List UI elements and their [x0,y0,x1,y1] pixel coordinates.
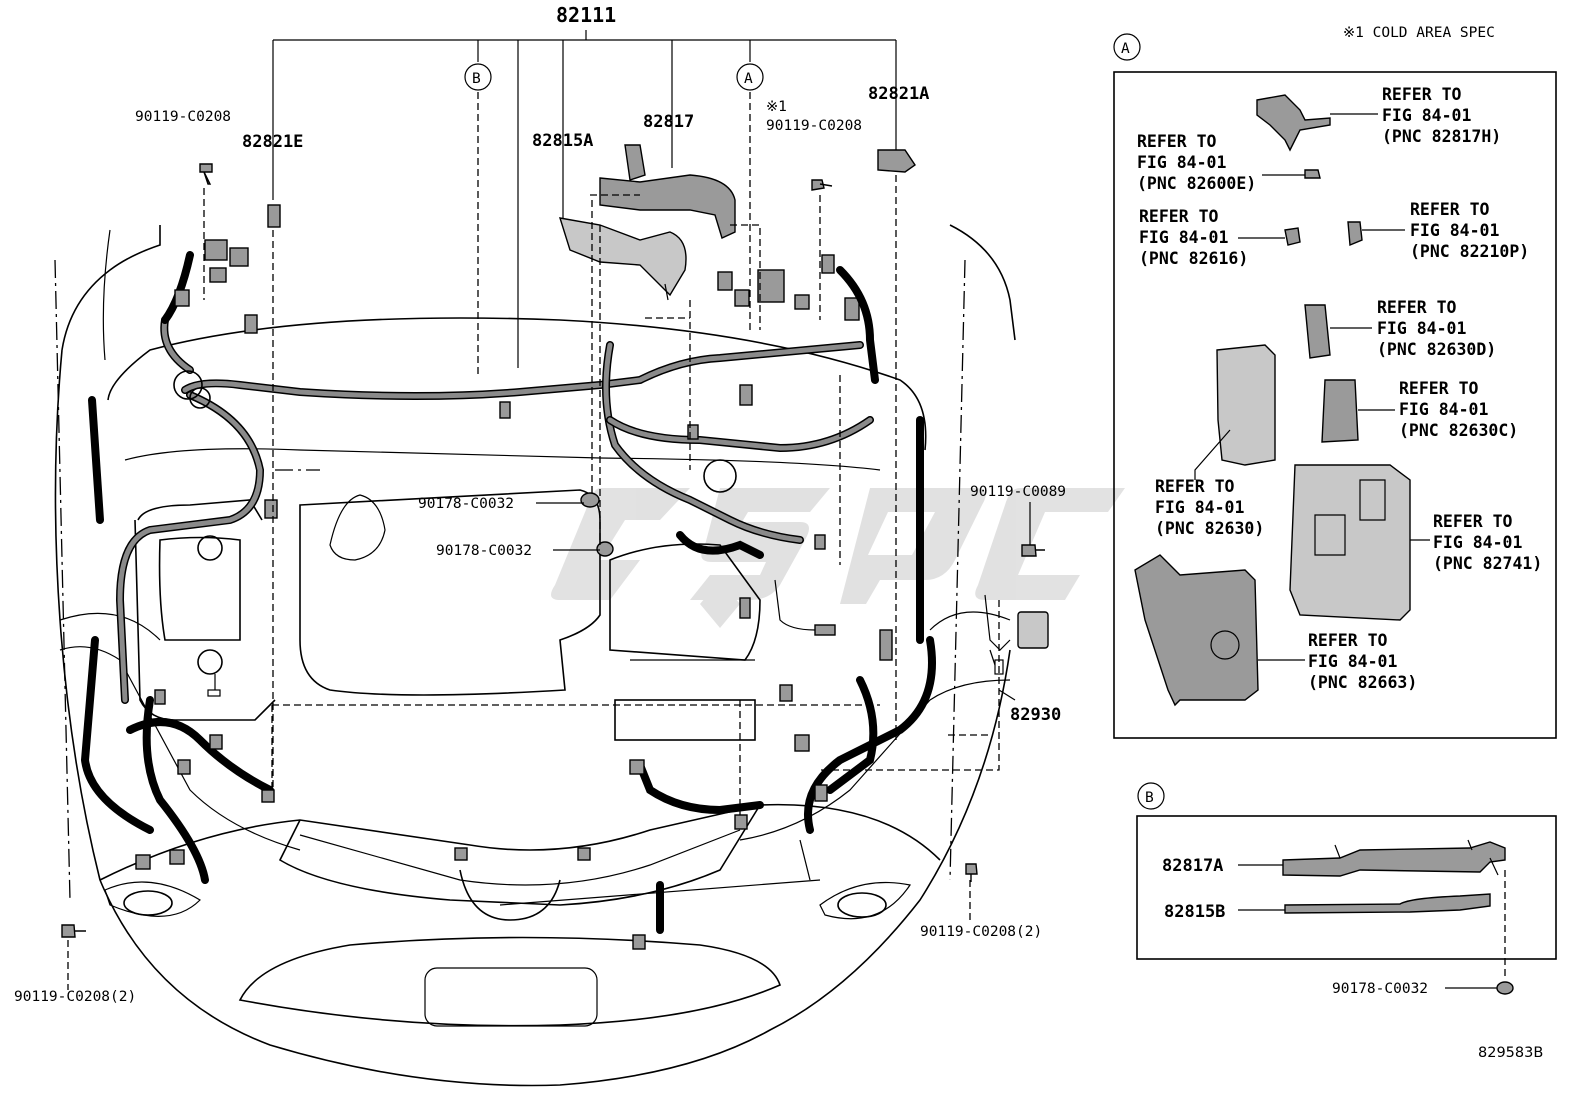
part-82741 [1289,464,1411,621]
ref-82630: REFER TO FIG 84-01 (PNC 82630) [1155,477,1264,538]
ref-82630d: REFER TO FIG 84-01 (PNC 82630D) [1377,298,1496,359]
inset-a-frame [1113,71,1557,739]
ref-82741: REFER TO FIG 84-01 (PNC 82741) [1433,512,1542,573]
ref-82630c: REFER TO FIG 84-01 (PNC 82630C) [1399,379,1518,440]
inset-b-frame [1136,815,1557,960]
callout-labels: 82111 B A 90119-C0208 82821E 82815A 8281… [14,3,1066,1005]
marker-b-circle [464,63,492,91]
drawing-number: 829583B [1478,1045,1543,1061]
part-clamp-b [1496,981,1514,995]
part-82630d [1304,304,1331,359]
callout-82815a: 82815A [532,131,593,151]
part-82210p [1347,221,1363,247]
callout-82817: 82817 [643,112,694,132]
callout-clip-top-right: 90119-C0208 [766,118,862,134]
vehicle-body-outline [54,224,1016,1087]
ref-82817h: REFER TO FIG 84-01 (PNC 82817H) [1382,85,1501,146]
callout-bolt-bottom-right: 90119-C0208(2) [920,924,1042,940]
callout-clamp-2: 90178-C0032 [436,543,532,559]
callout-82111: 82111 [556,3,616,27]
marker-a-circle [736,63,764,91]
part-82663 [1134,554,1259,707]
callout-bolt-right: 90119-C0089 [970,484,1066,500]
inset-b-marker-circle [1137,782,1165,810]
part-82630 [1216,344,1276,466]
marker-a-label: A [744,71,753,87]
callout-82821e: 82821E [242,132,303,152]
ref-82663: REFER TO FIG 84-01 (PNC 82663) [1308,631,1417,692]
part-82600e [1304,169,1321,179]
callout-82930: 82930 [1010,705,1061,725]
inset-a-marker: A [1121,41,1130,57]
harness-protectors [558,144,736,301]
main-wire-harness [80,316,936,950]
callout-82815b: 82815B [1164,902,1225,922]
part-82616 [1284,227,1301,246]
callout-cold-mark: ※1 [766,99,787,115]
callout-clamp-b: 90178-C0032 [1332,981,1428,997]
relay-82930 [984,594,1049,675]
part-82815b [1284,893,1491,914]
ref-82616: REFER TO FIG 84-01 (PNC 82616) [1139,207,1248,268]
upper-left-connectors [161,239,258,409]
part-82817h [1256,94,1331,152]
inset-b-marker: B [1145,790,1154,806]
part-82817a [1282,841,1506,877]
leader-lines [54,30,1506,990]
cold-area-note: ※1 COLD AREA SPEC [1343,25,1495,41]
callout-clamp-1: 90178-C0032 [418,496,514,512]
inset-a: A REFER TO FIG 84-01 (PNC 82817H) [1113,33,1557,739]
part-82630c [1321,379,1359,443]
fasteners [61,163,1045,938]
watermark-logo [551,488,1125,628]
ref-82600e: REFER TO FIG 84-01 (PNC 82600E) [1137,132,1256,193]
connectors-82821 [267,149,916,228]
inset-b: B 82817A 82815B 90178-C0032 [1136,782,1557,997]
callout-82821a: 82821A [868,84,929,104]
marker-b-label: B [472,71,481,87]
upper-right-connectors [717,254,879,384]
ref-82210p: REFER TO FIG 84-01 (PNC 82210P) [1410,200,1529,261]
callout-bolt-bottom-left: 90119-C0208(2) [14,989,136,1005]
callout-82817a: 82817A [1162,856,1223,876]
inset-a-marker-circle [1113,33,1141,61]
callout-clip-top-left: 90119-C0208 [135,109,231,125]
